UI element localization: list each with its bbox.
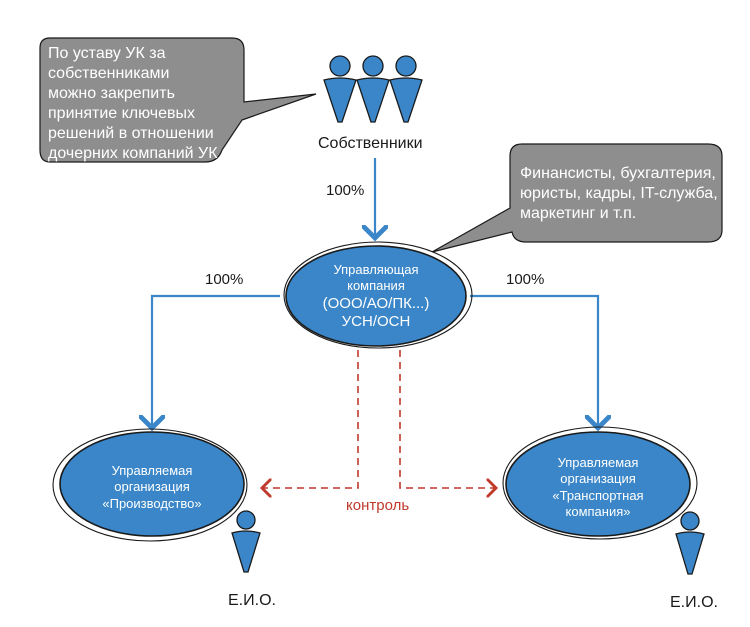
managed-left-node (52, 428, 248, 542)
right-line-1: Управляемая (557, 455, 639, 470)
percent-uk-left: 100% (205, 271, 244, 288)
control-lines (262, 350, 496, 488)
left-line-2: организация (114, 479, 190, 495)
managed-right-label: Управляемая организация «Транспортная ко… (518, 455, 678, 520)
owners-icon-group (323, 55, 423, 123)
person-icon (231, 510, 261, 573)
callout-right-bubble (431, 143, 723, 253)
person-icon (323, 55, 357, 123)
uk-line-2: компания (347, 278, 405, 294)
callout-left-line: принятие ключевых (48, 105, 196, 122)
eio-right-label: Е.И.О. (670, 594, 718, 611)
person-icon (675, 511, 705, 575)
eio-left-label: Е.И.О. (228, 592, 276, 609)
left-line-3: «Производство» (102, 495, 202, 511)
callout-left-line: дочерних компаний УК (48, 145, 218, 162)
managed-right-node (502, 426, 698, 540)
uk-line-1: Управляющая (333, 262, 419, 277)
uk-line-4: УСН/ОСН (341, 313, 411, 331)
person-icon (389, 55, 423, 123)
percent-owners-uk: 100% (326, 182, 365, 199)
management-company-label: Управляющая компания (ООО/АО/ПК...) УСН/… (296, 262, 456, 332)
control-label: контроль (346, 497, 410, 514)
callout-left-text: По уставу УК за собственниками можно зак… (48, 44, 243, 164)
person-icon (356, 55, 390, 123)
callout-left-line: По уставу УК за (48, 45, 166, 62)
right-line-3: «Транспортная (552, 487, 644, 503)
callout-right-text: Финансисты, бухгалтерия, юристы, кадры, … (520, 164, 720, 224)
right-line-2: организация (560, 471, 636, 487)
left-line-1: Управляемая (111, 463, 193, 478)
callout-left-bubble (39, 37, 317, 163)
callout-right-line: Финансисты, бухгалтерия, (520, 165, 716, 182)
management-company-node (283, 241, 473, 349)
callout-left-line: можно закрепить (48, 85, 175, 102)
right-line-4: компания» (565, 503, 631, 519)
callout-left-line: решений в отношении (48, 125, 214, 142)
callout-left-line: собственниками (48, 65, 170, 82)
uk-line-3: (ООО/АО/ПК...) (322, 294, 430, 312)
arrow-uk-to-left (152, 294, 280, 428)
managed-left-label: Управляемая организация «Производство» (72, 463, 232, 512)
owners-label: Собственники (318, 135, 423, 152)
callout-right-line: юристы, кадры, IT-служба, (520, 185, 718, 202)
arrow-uk-to-right (470, 294, 598, 428)
callout-right-line: маркетинг и т.п. (520, 205, 637, 222)
percent-uk-right: 100% (506, 271, 545, 288)
